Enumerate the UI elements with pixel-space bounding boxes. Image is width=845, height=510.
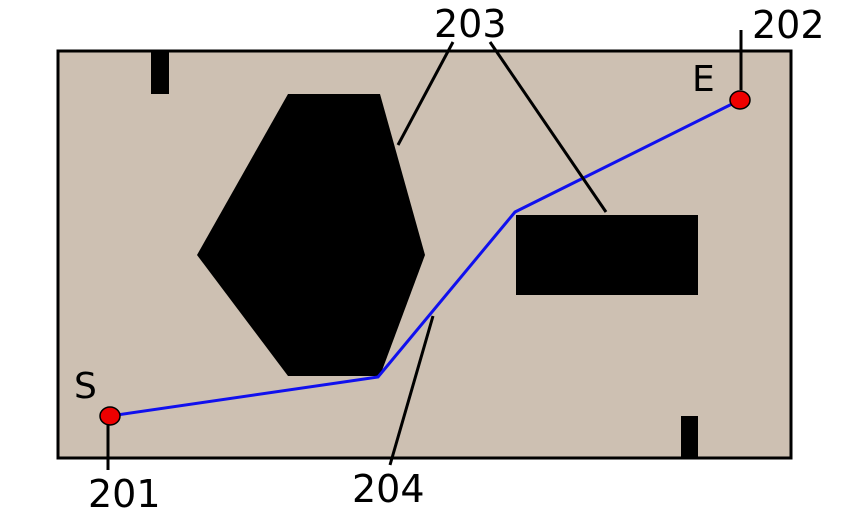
wall-stub-top [151,51,169,94]
end-point-label: E [692,59,715,100]
leader-line-203-hexagon [396,41,455,146]
wall-stub-bottom [681,416,698,458]
start-point-label: S [74,366,97,407]
leader-line-204 [388,315,435,466]
reference-numeral-202: 202 [752,3,825,47]
reference-numeral-203: 203 [434,2,507,46]
leader-line-203-rectangle [488,41,608,213]
end-point-marker [729,90,751,110]
hexagon-obstacle [197,94,425,376]
start-point-marker [99,406,121,426]
reference-numeral-201: 201 [88,472,161,510]
planned-path [109,98,741,418]
rectangle-obstacle [516,215,698,295]
reference-numeral-204: 204 [352,467,425,510]
